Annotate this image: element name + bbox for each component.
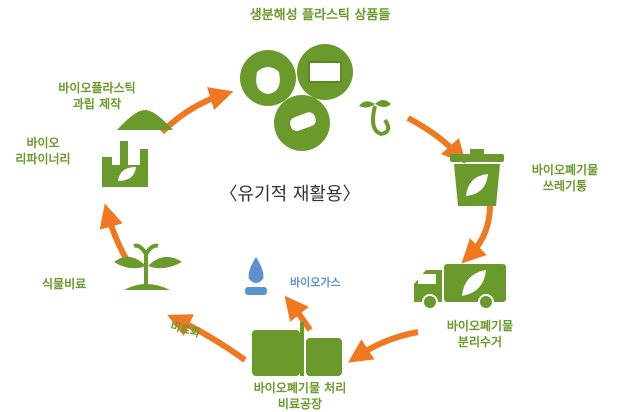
arrow-truck-to-factory — [348, 329, 419, 363]
truck-label-line1: 바이오폐기물 — [446, 319, 514, 333]
pellets-label: 바이오플라스틱 과립 제작 — [52, 80, 142, 112]
truck-label: 바이오폐기물 분리수거 — [430, 318, 530, 350]
arrow-products-to-trash — [406, 115, 467, 164]
pellets-label-line2: 과립 제작 — [72, 97, 122, 111]
arrow-factory-to-fertilizer — [167, 314, 247, 363]
processing-plant-icon — [252, 322, 342, 376]
trash-label: 바이오폐기물 쓰레기통 — [520, 162, 610, 194]
biorefinery-icon — [102, 141, 148, 187]
refinery-label: 바이오 리파이너리 — [2, 135, 84, 167]
plant-factory-label-line1: 바이오폐기물 처리 — [253, 381, 347, 395]
truck-label-line2: 분리수거 — [457, 335, 503, 349]
refinery-label-line1: 바이오 — [26, 136, 60, 150]
pellets-label-line1: 바이오플라스틱 — [58, 81, 136, 95]
biogas-flame-icon — [245, 257, 267, 295]
arrow-factory-to-biogas — [284, 295, 313, 332]
plant-sprout-icon — [114, 243, 182, 290]
refinery-label-line2: 리파이너리 — [15, 152, 71, 166]
products-title: 생분해성 플라스틱 상품들 — [249, 8, 391, 23]
center-label: 〈유기적 재활용〉 — [219, 184, 361, 205]
trash-label-line1: 바이오폐기물 — [531, 163, 599, 177]
trash-label-line2: 쓰레기통 — [542, 179, 588, 193]
arrow-trash-to-truck — [461, 204, 493, 264]
bioplastic-products-icon — [240, 44, 391, 151]
trash-bin-icon — [450, 149, 504, 206]
plant-factory-label-line2: 비료공장 — [277, 397, 323, 411]
fertilizer-label: 식물비료 — [42, 277, 87, 291]
biogas-label: 바이오가스 — [290, 276, 341, 289]
plant-factory-label: 바이오폐기물 처리 비료공장 — [215, 380, 385, 412]
pellet-pile-icon — [117, 110, 173, 130]
collection-truck-icon — [414, 264, 506, 310]
